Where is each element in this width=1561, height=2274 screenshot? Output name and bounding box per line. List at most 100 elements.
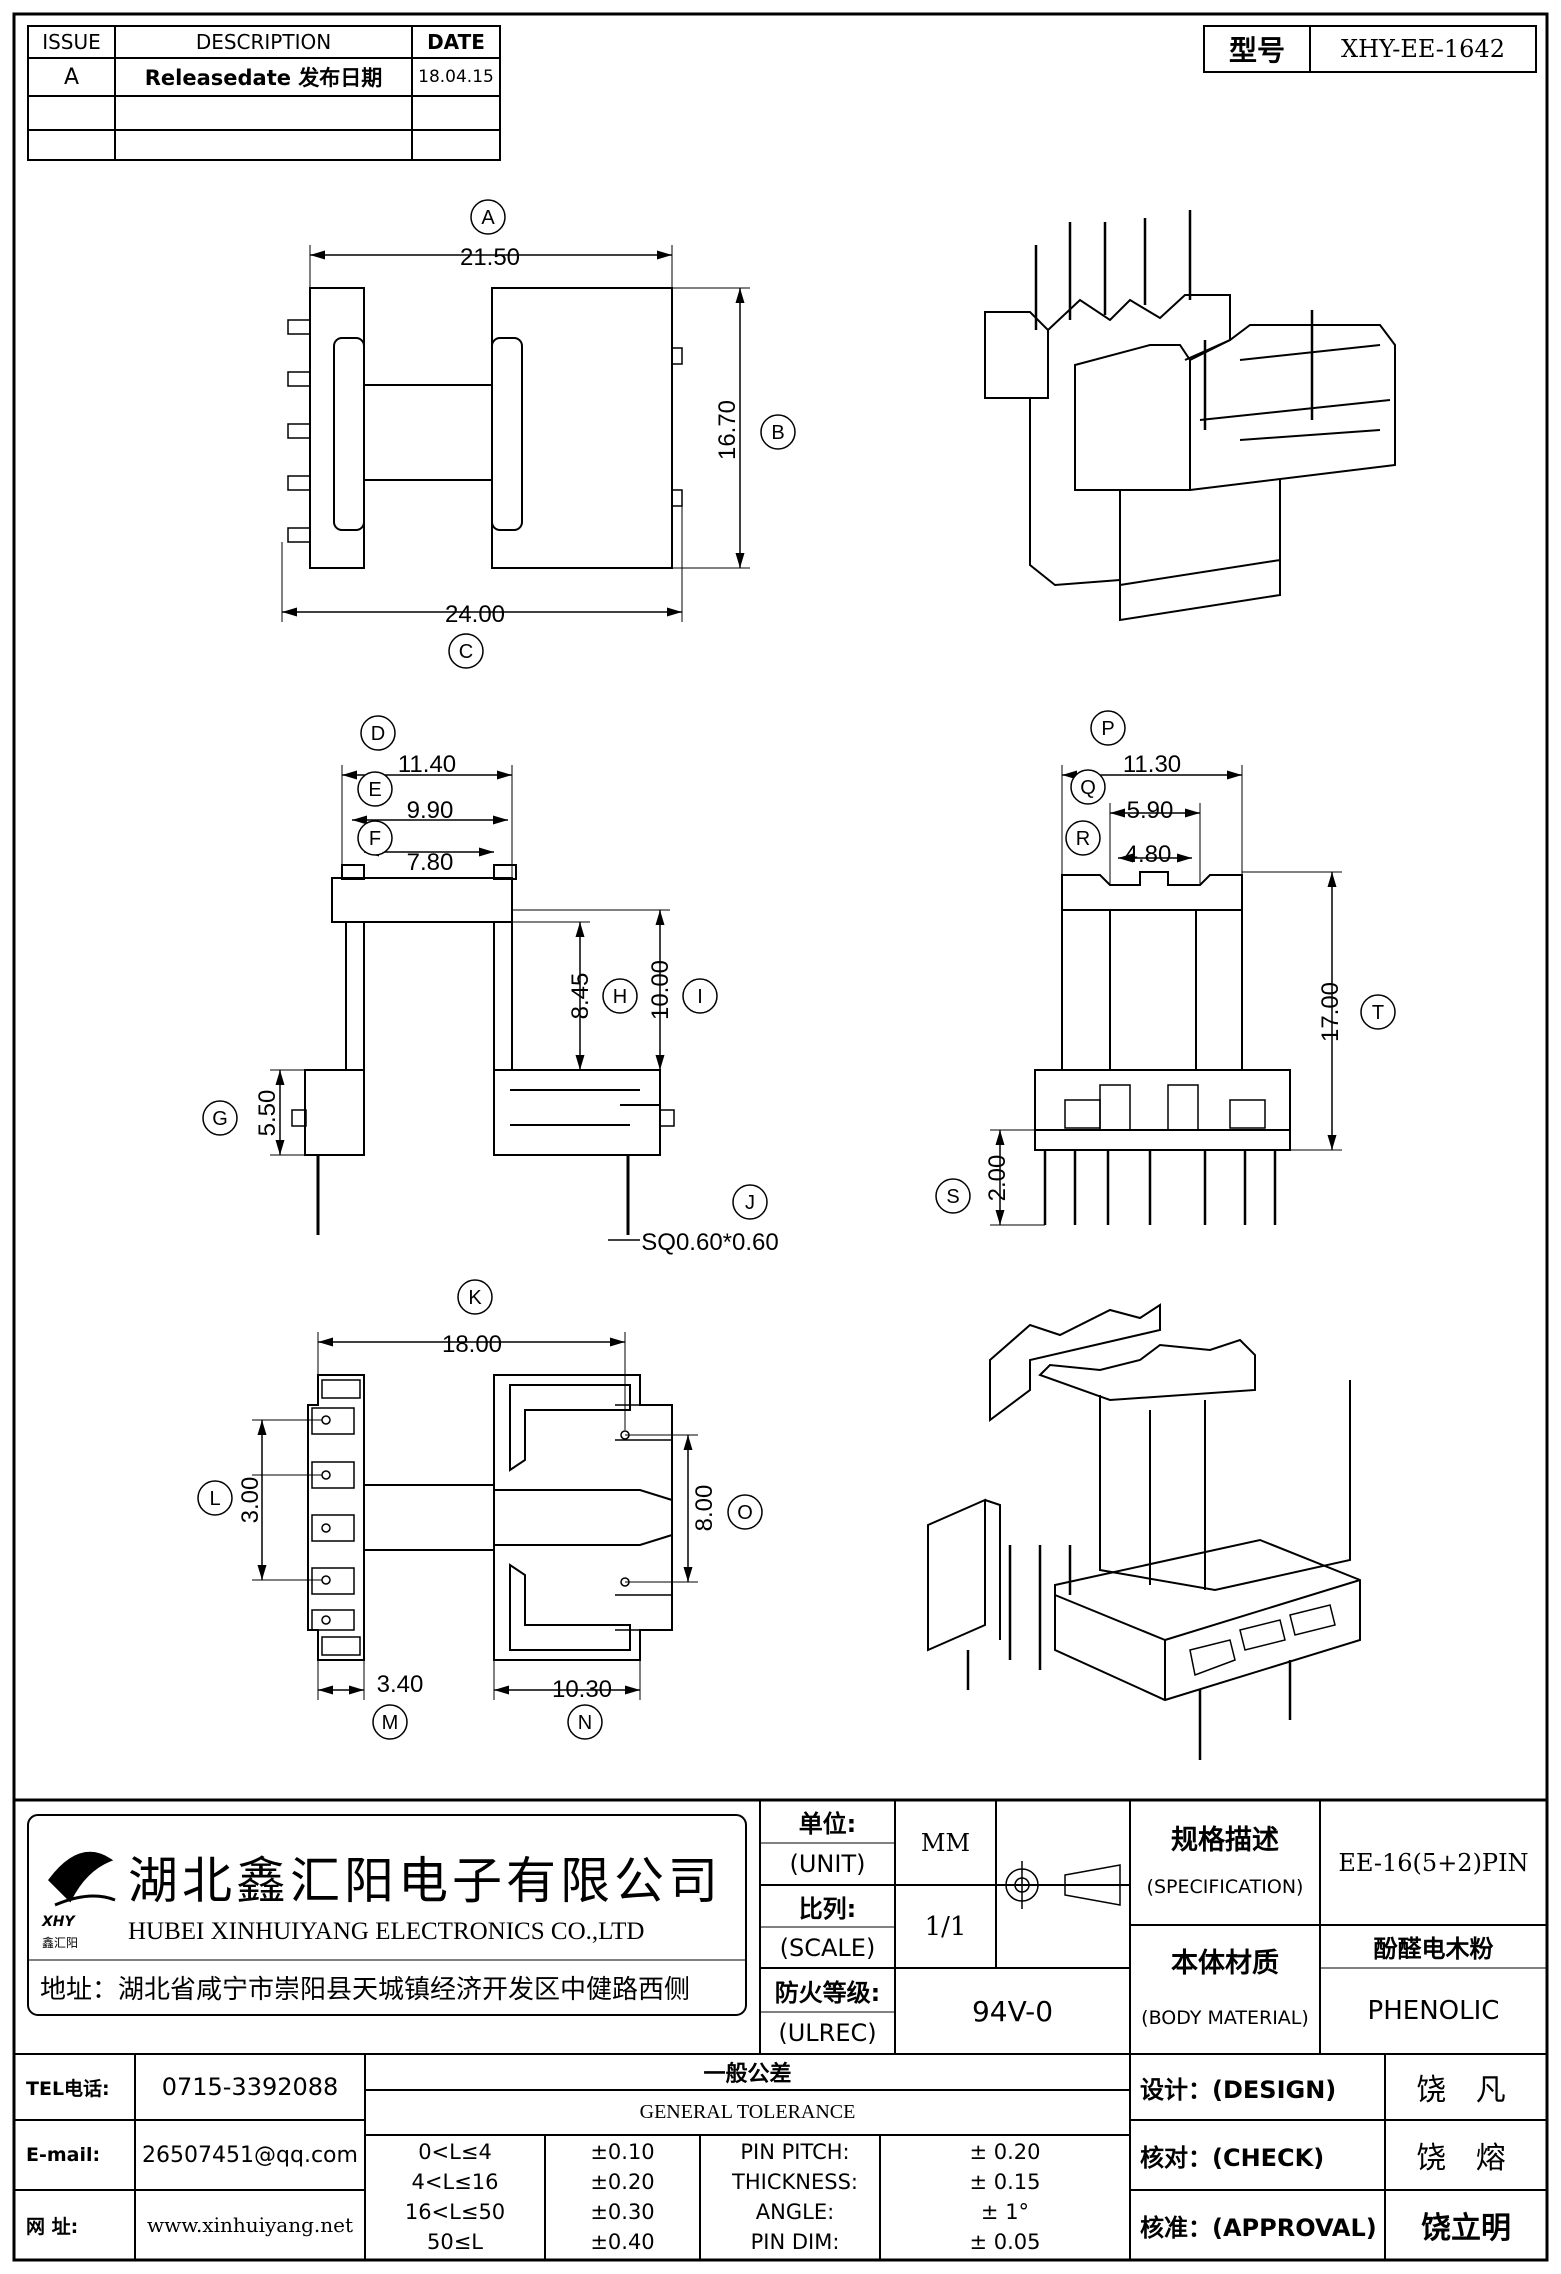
- callout-A: A: [481, 207, 495, 229]
- dim-H: 8.45: [567, 973, 594, 1020]
- iso-view-2: [927, 1303, 1361, 1760]
- web-label: 网 址:: [26, 2215, 79, 2238]
- callout-J: J: [745, 1192, 755, 1214]
- tol-item-value-1: ± 0.15: [969, 2170, 1041, 2194]
- dim-M: 3.40: [377, 1671, 424, 1698]
- rev-header-description: DESCRIPTION: [195, 30, 332, 54]
- callout-K: K: [468, 1287, 482, 1309]
- tol-value-0: ±0.10: [590, 2140, 655, 2164]
- material-label-en: (BODY MATERIAL): [1141, 2007, 1309, 2029]
- dim-C: 24.00: [445, 601, 505, 628]
- tol-value-2: ±0.30: [590, 2200, 655, 2224]
- dim-D: 11.40: [398, 751, 456, 778]
- rev-header-issue: ISSUE: [42, 30, 101, 54]
- design-label: 设计：(DESIGN): [1140, 2075, 1337, 2104]
- dim-S: 2.00: [984, 1155, 1011, 1202]
- tol-range-0: 0<L≤4: [418, 2140, 492, 2164]
- tol-value-3: ±0.40: [590, 2230, 655, 2254]
- callout-letters: A B C D E F G H I J P Q R S T K L O M N: [209, 207, 1384, 1734]
- callout-D: D: [371, 723, 385, 745]
- tol-item-value-0: ± 0.20: [969, 2140, 1041, 2164]
- tol-range-3: 50≤L: [426, 2230, 484, 2254]
- company-name-en: HUBEI XINHUIYANG ELECTRONICS CO.,LTD: [128, 1918, 645, 1945]
- dim-G: 5.50: [254, 1090, 281, 1137]
- material-value-en: PHENOLIC: [1367, 1996, 1500, 2026]
- model-number: XHY-EE-1642: [1340, 35, 1505, 63]
- dim-F: 7.80: [407, 849, 454, 876]
- callout-P: P: [1101, 718, 1114, 740]
- company-logo: [48, 1851, 116, 1907]
- unit-label-en: (UNIT): [789, 1850, 866, 1878]
- callout-R: R: [1076, 828, 1090, 850]
- dimension-values: 21.50 16.70 24.00 11.40 9.90 7.80 5.50 8…: [237, 244, 1344, 1703]
- company-name-cn: 湖北鑫汇阳电子有限公司: [128, 1852, 722, 1910]
- scale-label-en: (SCALE): [779, 1933, 876, 1962]
- ul-label-cn: 防火等级:: [774, 1978, 881, 2007]
- dim-A: 21.50: [460, 244, 520, 271]
- callout-L: L: [209, 1488, 220, 1510]
- dimension-callouts: [197, 199, 1396, 1740]
- top-view: [281, 245, 750, 622]
- callout-S: S: [946, 1186, 959, 1208]
- tol-item-3: PIN DIM:: [750, 2230, 840, 2254]
- callout-E: E: [368, 779, 381, 801]
- tol-range-1: 4<L≤16: [411, 2170, 499, 2194]
- dim-K: 18.00: [442, 1331, 502, 1358]
- rev-row-date: 18.04.15: [418, 67, 494, 87]
- checker-name: 饶 熔: [1416, 2141, 1516, 2176]
- logo-sub: 鑫汇阳: [42, 1935, 79, 1950]
- tol-item-value-3: ± 0.05: [969, 2230, 1041, 2254]
- model-label: 型号: [1228, 34, 1285, 67]
- check-label: 核对：(CHECK): [1140, 2143, 1325, 2172]
- tol-item-1: THICKNESS:: [732, 2170, 858, 2194]
- approval-label: 核准：(APPROVAL): [1140, 2213, 1377, 2242]
- callout-O: O: [737, 1502, 753, 1524]
- web-value: www.xinhuiyang.net: [146, 2213, 354, 2237]
- tol-item-value-2: ± 1°: [980, 2200, 1030, 2224]
- callout-C: C: [459, 641, 473, 663]
- material-value-cn: 酚醛电木粉: [1373, 1935, 1494, 1963]
- approver-name: 饶立明: [1421, 2211, 1511, 2246]
- ul-label-en: (ULREC): [778, 2019, 877, 2047]
- callout-M: M: [382, 1712, 399, 1734]
- tolerance-title-cn: 一般公差: [703, 2062, 792, 2087]
- tol-item-0: PIN PITCH:: [740, 2140, 850, 2164]
- callout-T: T: [1372, 1002, 1384, 1024]
- rev-row-issue: A: [63, 64, 80, 90]
- tol-range-2: 16<L≤50: [404, 2200, 506, 2224]
- dim-T: 17.00: [1317, 982, 1344, 1042]
- dim-P: 11.30: [1123, 751, 1181, 778]
- dim-E: 9.90: [407, 797, 454, 824]
- email-label: E-mail:: [26, 2144, 101, 2166]
- rev-header-date: DATE: [427, 30, 485, 54]
- dim-O: 8.00: [691, 1485, 718, 1532]
- tolerance-title-en: GENERAL TOLERANCE: [639, 2101, 856, 2123]
- spec-value: EE-16(5+2)PIN: [1338, 1848, 1529, 1877]
- scale-value: 1/1: [924, 1911, 967, 1942]
- tol-item-2: ANGLE:: [755, 2200, 835, 2224]
- bottom-view: [252, 1332, 698, 1700]
- designer-name: 饶 凡: [1416, 2073, 1516, 2108]
- callout-N: N: [578, 1712, 592, 1734]
- dim-J: SQ0.60*0.60: [641, 1229, 778, 1256]
- callout-I: I: [697, 986, 703, 1008]
- rev-row-description: Releasedate 发布日期: [144, 66, 383, 90]
- company-address: 地址：湖北省咸宁市崇阳县天城镇经济开发区中健路西侧: [40, 1975, 691, 2005]
- tel-label: TEL电话:: [26, 2077, 110, 2100]
- callout-Q: Q: [1080, 777, 1096, 799]
- ul-value: 94V-0: [971, 1994, 1054, 2028]
- callout-G: G: [212, 1108, 228, 1130]
- spec-label-en: (SPECIFICATION): [1146, 1876, 1304, 1898]
- unit-label-cn: 单位:: [798, 1810, 857, 1838]
- iso-view-1: [984, 210, 1396, 622]
- tol-value-1: ±0.20: [590, 2170, 655, 2194]
- dim-Q: 5.90: [1127, 797, 1174, 824]
- callout-H: H: [613, 986, 627, 1008]
- dim-R: 4.80: [1125, 841, 1172, 868]
- tel-value: 0715-3392088: [161, 2073, 339, 2101]
- dim-I: 10.00: [647, 960, 674, 1020]
- callout-F: F: [369, 828, 381, 850]
- dim-N: 10.30: [552, 1676, 612, 1703]
- spec-label-cn: 规格描述: [1171, 1824, 1279, 1856]
